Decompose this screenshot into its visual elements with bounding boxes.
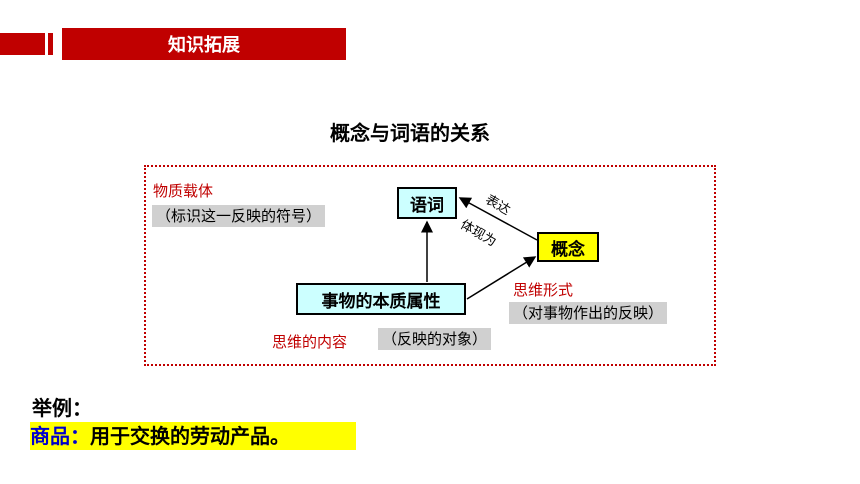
diagram-frame	[144, 165, 716, 366]
example-definition-text: 用于交换的劳动产品。	[90, 424, 290, 448]
example-term: 商品：	[30, 424, 90, 448]
arrow-concept-to-words	[458, 197, 538, 241]
material-carrier-label: 物质载体	[153, 182, 214, 200]
thinking-form-label: 思维形式	[513, 281, 574, 299]
thinking-form-note: （对事物作出的反映）	[509, 302, 668, 324]
essence-box: 事物的本质属性	[296, 283, 466, 315]
header-banner: 知识拓展	[62, 28, 346, 60]
thinking-content-label: 思维的内容	[272, 333, 348, 351]
thinking-content-note: （反映的对象）	[378, 328, 492, 350]
example-definition: 商品：用于交换的劳动产品。	[30, 422, 356, 450]
material-carrier-note: （标识这一反映的符号）	[152, 205, 326, 227]
header-accent-bar	[0, 33, 45, 55]
page-title: 概念与词语的关系	[330, 121, 490, 145]
example-heading: 举例：	[32, 396, 92, 420]
concept-box: 概念	[537, 232, 599, 262]
header-accent-stripe	[48, 33, 53, 55]
words-box: 语词	[397, 187, 457, 219]
arrow-essence-to-concept	[466, 256, 537, 300]
